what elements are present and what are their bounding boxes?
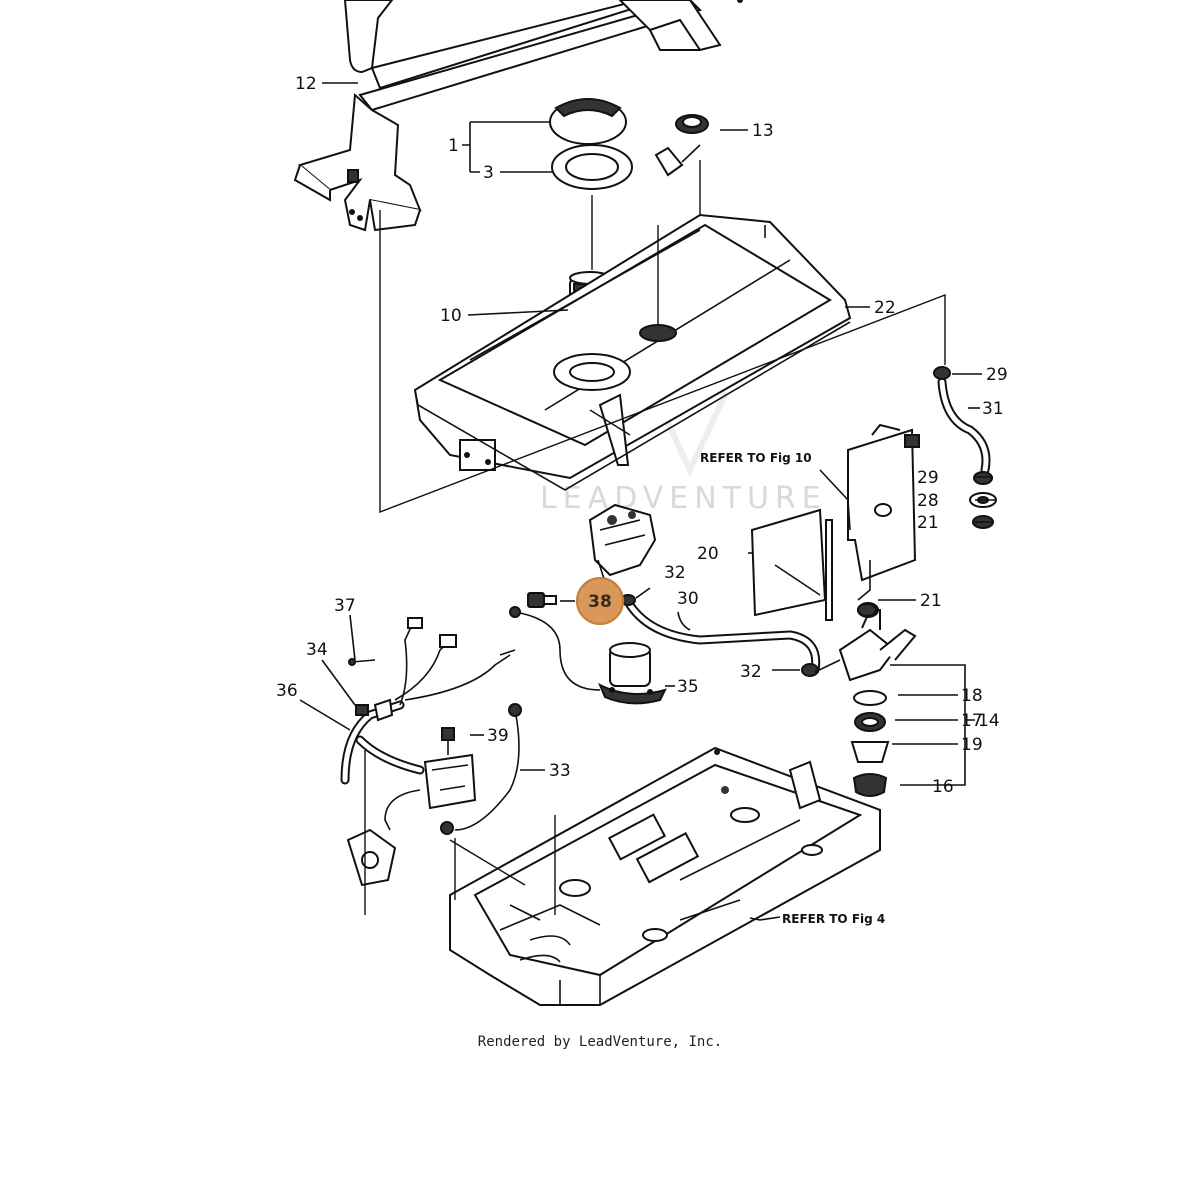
leader-lines [299,82,996,921]
render-credit: Rendered by LeadVenture, Inc. [477,1034,723,1050]
callout-38-highlight[interactable]: 38 [576,577,624,625]
callout-14: 14 [978,711,1000,731]
callout-38[interactable]: 38 [588,592,612,612]
frame-handle-drawing [293,0,743,232]
callout-36: 36 [276,681,298,701]
fuel-hose-drawing [620,594,841,677]
callout-16: 16 [932,777,954,797]
callout-22: 22 [874,298,896,318]
callout-29-top: 29 [986,365,1008,385]
callout-19: 19 [961,735,983,755]
fuel-pump-drawing [598,642,667,705]
callout-32-bottom: 32 [740,662,762,682]
fuel-cap-drawing [549,98,633,190]
callout-37: 37 [334,596,356,616]
callout-13: 13 [752,121,774,141]
callout-31: 31 [982,399,1004,419]
callout-39: 39 [487,726,509,746]
voltage-regulator-drawing [346,727,477,887]
alignment-lines [364,160,946,915]
carburetor-drawing [588,503,657,583]
callout-20: 20 [697,544,719,564]
bolt-38-drawing [527,592,557,608]
callout-29-bottom: 29 [917,468,939,488]
fuel-valve-drawing [838,602,917,797]
wiring-harness-drawing [340,606,601,835]
callout-12: 12 [295,74,317,94]
callout-35: 35 [677,677,699,697]
callout-32-top: 32 [664,563,686,583]
callout-1: 1 [448,136,459,156]
callout-34: 34 [306,640,328,660]
callout-3: 3 [483,163,494,183]
callout-28: 28 [917,491,939,511]
fuel-gauge-drawing [654,114,709,177]
callout-10: 10 [440,306,462,326]
callout-30: 30 [677,589,699,609]
reference-notes: REFER TO Fig 10 REFER TO Fig 4 [700,451,885,926]
refer-fig-10-note: REFER TO Fig 10 [700,451,812,465]
base-frame-drawing [449,746,881,1006]
callout-18: 18 [961,686,983,706]
callout-17: 17 [961,711,983,731]
fuel-tank-drawing [413,213,852,491]
callout-21-valve: 21 [920,591,942,611]
callout-labels: 12 1 3 13 10 22 29 31 29 28 21 20 21 32 … [276,74,1008,797]
watermark-text: LEADVENTURE [540,481,827,516]
highlight-circle[interactable] [576,577,624,625]
callout-21-right: 21 [917,513,939,533]
refer-fig-4-note: REFER TO Fig 4 [782,912,885,926]
callout-33: 33 [549,761,571,781]
bracket-plate-drawing [750,423,920,621]
